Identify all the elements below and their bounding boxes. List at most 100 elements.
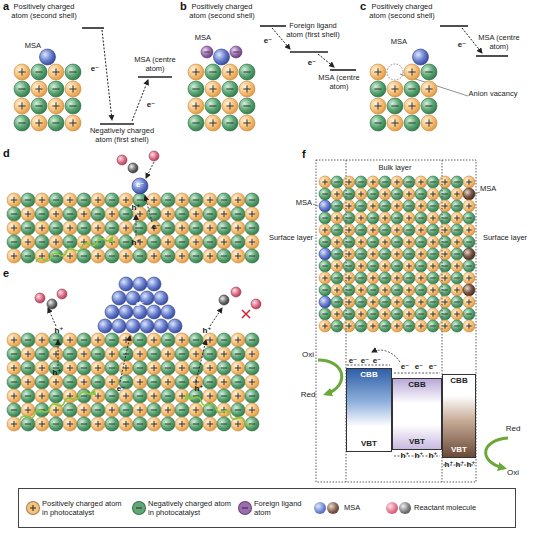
atom <box>7 221 21 235</box>
atom <box>239 81 255 97</box>
atom <box>149 151 159 161</box>
atom <box>222 115 238 131</box>
atom <box>379 284 391 296</box>
atom <box>367 308 379 320</box>
carrier-label: h⁺ <box>198 326 216 335</box>
atom <box>370 98 386 114</box>
atom <box>91 417 105 431</box>
atom <box>161 249 175 263</box>
atom <box>161 361 175 375</box>
atom <box>161 375 175 389</box>
atom <box>415 260 427 272</box>
atom <box>175 193 189 207</box>
atom <box>245 389 259 403</box>
atom <box>63 221 77 235</box>
carrier-label: e⁻ <box>130 300 150 309</box>
atom <box>379 188 391 200</box>
atom <box>175 221 189 235</box>
atom <box>403 188 415 200</box>
atom <box>427 248 439 260</box>
atom <box>35 347 49 361</box>
atom <box>119 361 133 375</box>
atom <box>439 236 451 248</box>
atom <box>403 308 415 320</box>
atom <box>331 248 343 260</box>
atom <box>403 320 415 332</box>
atom <box>203 207 217 221</box>
atom <box>379 212 391 224</box>
band-label: CBB <box>408 381 425 390</box>
atom <box>48 115 64 131</box>
atom <box>439 320 451 332</box>
atom <box>463 284 475 296</box>
atom <box>439 188 451 200</box>
atom <box>161 193 175 207</box>
atom <box>35 235 49 249</box>
atom <box>391 200 403 212</box>
atom <box>231 403 245 417</box>
atom <box>105 403 119 417</box>
atom <box>439 308 451 320</box>
atom <box>319 272 331 284</box>
atom <box>343 320 355 332</box>
atom <box>245 249 259 263</box>
atom-lattices <box>7 46 475 431</box>
atom <box>415 236 427 248</box>
band-label: CBB <box>360 371 377 380</box>
atom <box>21 193 35 207</box>
band-label: VBT <box>361 440 377 449</box>
atom <box>189 347 203 361</box>
atom <box>451 272 463 284</box>
atom <box>105 333 119 347</box>
atom <box>427 176 439 188</box>
atom <box>331 260 343 272</box>
atom <box>319 296 331 308</box>
atom <box>379 200 391 212</box>
atom <box>119 249 133 263</box>
atom <box>63 235 77 249</box>
atom <box>355 296 367 308</box>
atom <box>245 403 259 417</box>
atom <box>343 296 355 308</box>
carrier-label: e⁻ <box>398 362 412 371</box>
atom <box>451 188 463 200</box>
carrier-label: e⁻ <box>306 58 318 67</box>
atom <box>49 221 63 235</box>
atom <box>48 98 64 114</box>
atom <box>343 236 355 248</box>
level-label: MSA (centre atom) <box>134 56 176 73</box>
atom <box>21 417 35 431</box>
atom <box>463 188 475 200</box>
atom <box>421 98 437 114</box>
level-label: Negatively charged atom (first shell) <box>86 127 158 144</box>
atom <box>367 236 379 248</box>
atom <box>126 319 140 333</box>
atom <box>439 296 451 308</box>
atom <box>119 207 133 221</box>
blocked-mark <box>242 310 250 318</box>
atom <box>331 212 343 224</box>
site-label: Anion vacancy <box>466 90 520 99</box>
atom <box>379 236 391 248</box>
atom <box>379 320 391 332</box>
atom <box>427 272 439 284</box>
atom <box>245 193 259 207</box>
atom <box>91 403 105 417</box>
atom <box>91 375 105 389</box>
atom <box>147 235 161 249</box>
atom <box>463 248 475 260</box>
trap-levels <box>347 350 475 465</box>
atom <box>427 284 439 296</box>
atom <box>463 272 475 284</box>
atom <box>331 236 343 248</box>
atom <box>105 207 119 221</box>
atom <box>451 248 463 260</box>
atom <box>7 403 21 417</box>
atom <box>21 249 35 263</box>
atom <box>161 403 175 417</box>
atom <box>231 235 245 249</box>
atom <box>427 260 439 272</box>
atom <box>231 347 245 361</box>
atom <box>7 333 21 347</box>
atom <box>189 235 203 249</box>
